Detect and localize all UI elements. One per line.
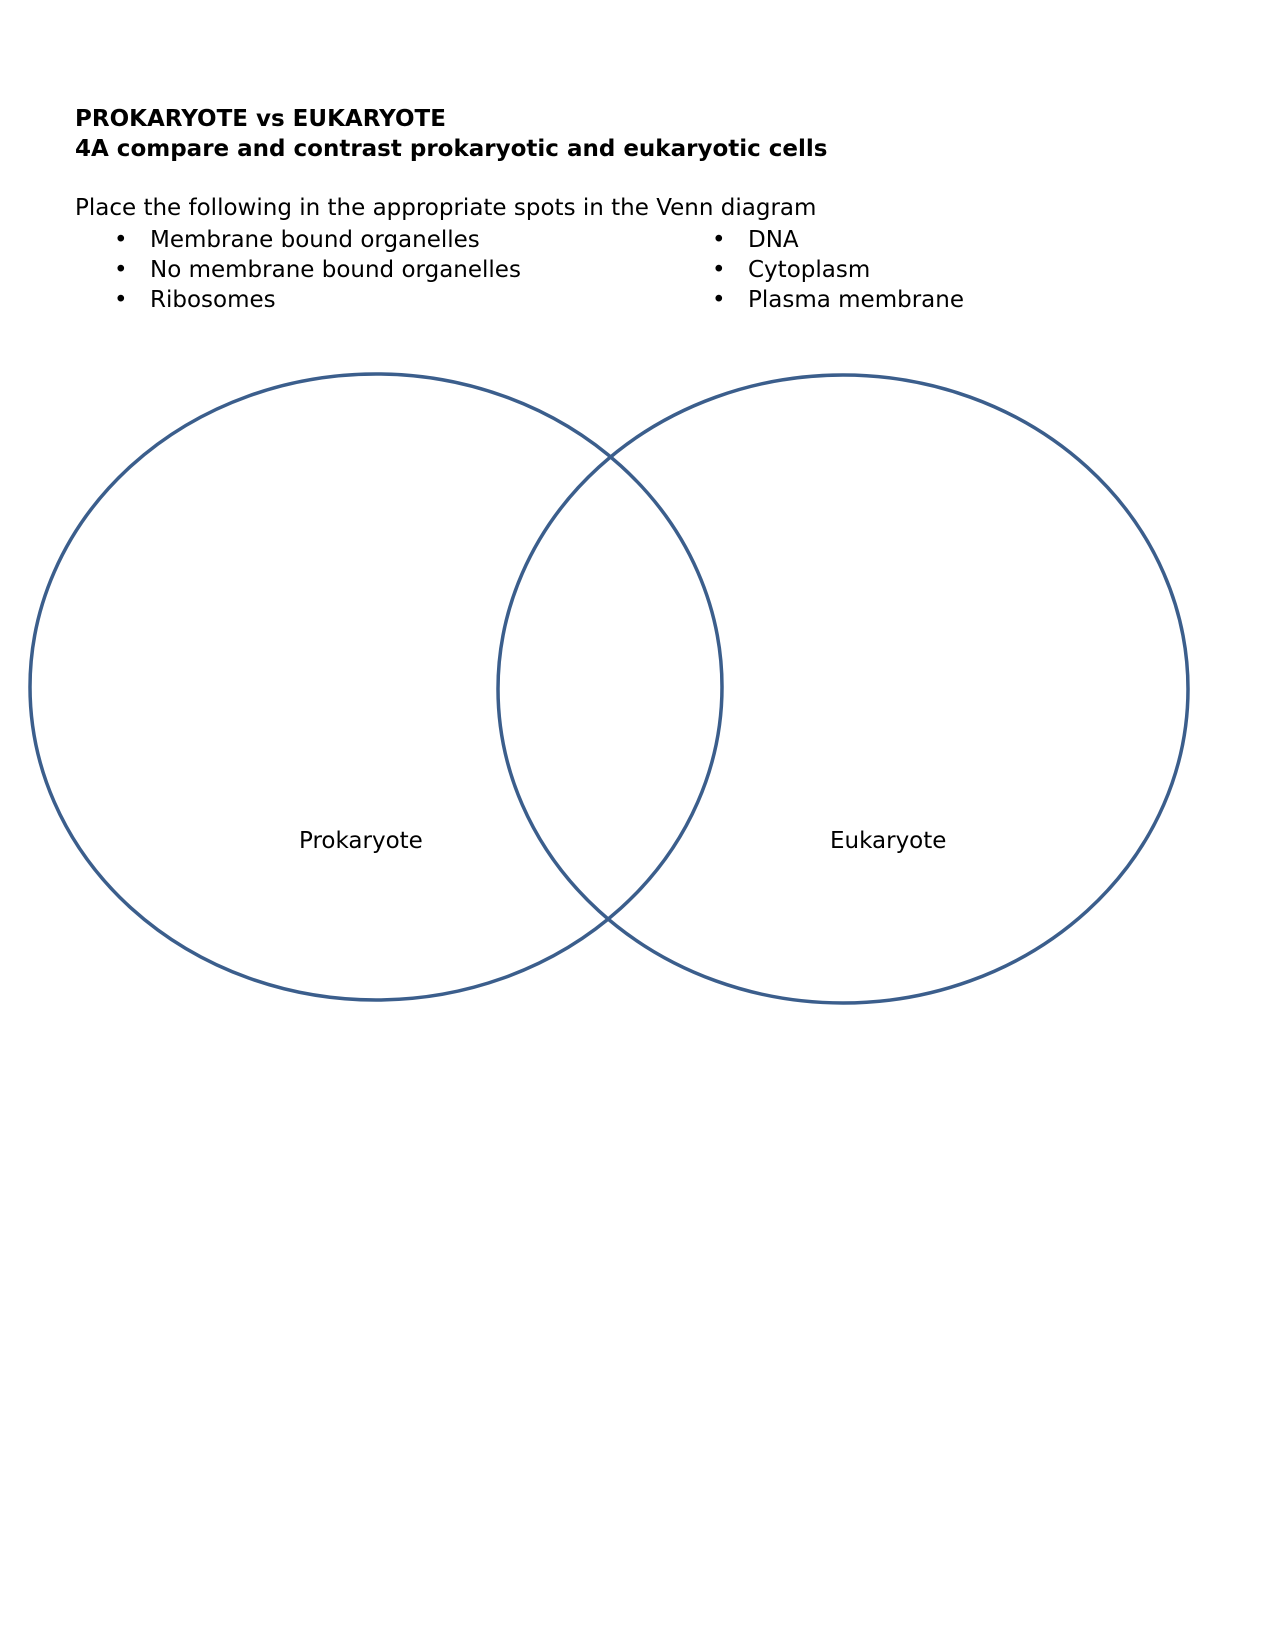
venn-circle-prokaryote: [28, 372, 724, 1002]
term-list-left: • Membrane bound organelles • No membrane …: [114, 225, 521, 315]
bullet-icon: •: [114, 287, 128, 313]
bullet-icon: •: [114, 257, 128, 283]
list-item: • Cytoplasm: [712, 255, 964, 285]
venn-circle-eukaryote: [496, 373, 1190, 1005]
title-block: PROKARYOTE vs EUKARYOTE 4A compare and c…: [75, 104, 827, 164]
venn-label-eukaryote: Eukaryote: [830, 828, 947, 854]
instructions-text: Place the following in the appropriate s…: [75, 195, 817, 221]
list-item: • DNA: [712, 225, 964, 255]
bullet-icon: •: [114, 227, 128, 253]
list-item: • Ribosomes: [114, 285, 521, 315]
bullet-icon: •: [712, 287, 726, 313]
list-item-label: Ribosomes: [150, 287, 276, 313]
list-item: • No membrane bound organelles: [114, 255, 521, 285]
bullet-icon: •: [712, 257, 726, 283]
list-item-label: Membrane bound organelles: [150, 227, 480, 253]
term-list-right: • DNA • Cytoplasm • Plasma membrane: [712, 225, 964, 315]
bullet-icon: •: [712, 227, 726, 253]
venn-label-prokaryote: Prokaryote: [299, 828, 423, 854]
list-item: • Plasma membrane: [712, 285, 964, 315]
page-title: PROKARYOTE vs EUKARYOTE: [75, 106, 446, 132]
list-item-label: DNA: [748, 227, 799, 253]
list-item: • Membrane bound organelles: [114, 225, 521, 255]
list-item-label: Cytoplasm: [748, 257, 871, 283]
page-subtitle: 4A compare and contrast prokaryotic and …: [75, 136, 828, 162]
list-item-label: No membrane bound organelles: [150, 257, 521, 283]
list-item-label: Plasma membrane: [748, 287, 964, 313]
